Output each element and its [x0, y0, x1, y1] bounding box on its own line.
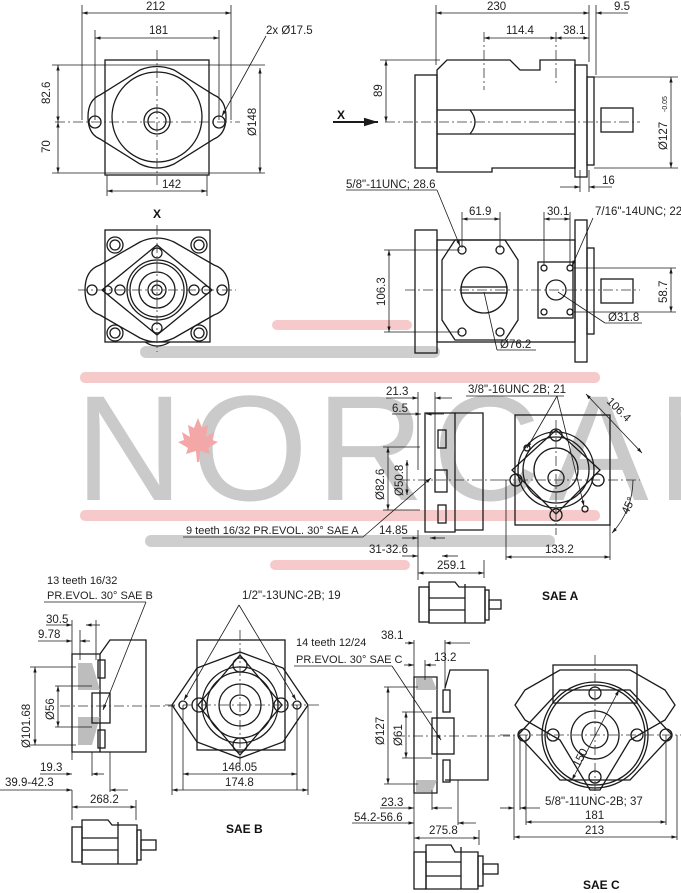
dim-outlet-dia: Ø31.8: [608, 312, 639, 324]
dim-outlet-bolt-spacing: 30.1: [547, 206, 569, 218]
sae-a-length: 259.1: [437, 560, 466, 572]
sae-c-length: 275.8: [429, 825, 458, 837]
dim-bottom-height: 70: [41, 140, 53, 153]
watermark: NORCAN: [75, 320, 681, 570]
sae-c-thread: 5/8"-11UNC-2B; 37: [545, 796, 643, 808]
sae-b-length: 268.2: [90, 794, 119, 806]
sae-b-inner-width: 146.05: [222, 762, 257, 774]
top-view: 5/8"-11UNC; 28.6 61.9 30.1 7/16"-14UNC; …: [346, 179, 681, 363]
sae-c-dim-2: 13.2: [434, 652, 456, 664]
sae-a-spline: 9 teeth 16/32 PR.EVOL. 30° SAE A: [186, 525, 359, 537]
sae-b-thread: 1/2"-13UNC-2B; 19: [242, 590, 341, 602]
sae-c-title: SAE C: [583, 878, 620, 892]
sae-a-dim-1: 21.3: [386, 386, 408, 398]
side-view: X 230 9.5 114.4 38.1 89 Ø127 -0.05 16: [333, 1, 678, 192]
sae-a-dim-3: 14.85: [379, 525, 408, 537]
dim-port-offset: 38.1: [563, 25, 585, 37]
dim-port-spacing: 114.4: [506, 25, 535, 37]
sae-c-inner-width: 181: [585, 810, 604, 822]
sae-b-dim-3: 19.3: [40, 762, 62, 774]
sae-a-bore: Ø50.8: [394, 465, 406, 496]
sae-a-title: SAE A: [542, 589, 579, 603]
sae-b-pilot: Ø101.68: [21, 704, 33, 748]
dim-mount-holes: 2x Ø17.5: [266, 25, 313, 37]
sae-b-bore: Ø56: [45, 698, 57, 720]
sae-a-pilot: Ø82.6: [375, 469, 387, 500]
sae-c-dim-4: 54.2-56.6: [354, 812, 403, 824]
sae-b-section: 13 teeth 16/32 PR.EVOL. 30° SAE B 30.5 9…: [0, 575, 341, 865]
dim-inlet-bolt-spacing: 61.9: [469, 206, 491, 218]
front-view: 212 181 2x Ø17.5 82.6 70 Ø148 142: [41, 1, 313, 196]
dim-inlet-thread: 5/8"-11UNC; 28.6: [346, 179, 436, 191]
sae-b-dim-2: 9.78: [38, 629, 60, 641]
dim-inlet-dia: Ø76.2: [500, 339, 531, 351]
sae-a-width: 133.2: [545, 544, 574, 556]
dim-overall-length: 230: [487, 1, 506, 13]
view-x: X: [78, 207, 236, 352]
sae-a-dim-2: 6.5: [392, 403, 408, 415]
sae-b-outer-width: 174.8: [225, 777, 254, 789]
dim-base-width: 142: [162, 179, 181, 191]
dim-flange-offset: 9.5: [614, 1, 630, 13]
view-x-label: X: [153, 207, 161, 221]
maple-leaf-icon: [178, 418, 218, 462]
sae-a-dim-4: 31-32.6: [369, 544, 408, 556]
sae-c-spline-line2: PR.EVOL. 30° SAE C: [296, 654, 403, 666]
dim-flange-thickness: 16: [602, 175, 615, 187]
dim-outlet-thread: 7/16"-14UNC; 22: [595, 206, 681, 218]
dim-inlet-height: 106.3: [376, 277, 388, 306]
sae-c-section: 14 teeth 12/24 PR.EVOL. 30° SAE C 38.1 1…: [294, 630, 681, 892]
dim-center-height: 89: [373, 84, 385, 97]
sae-a-thumbnail: [418, 581, 502, 624]
sae-a-thread: 3/8"-16UNC 2B; 21: [468, 384, 566, 396]
dim-pilot-dia: Ø127: [658, 122, 670, 150]
sae-c-thumbnail: [413, 844, 499, 890]
sae-b-dim-1: 30.5: [46, 614, 68, 626]
watermark-text: NORCAN: [75, 364, 681, 532]
sae-b-title: SAE B: [226, 822, 263, 836]
view-arrow-label: X: [337, 108, 345, 122]
sae-c-dim-3: 23.3: [381, 797, 403, 809]
sae-a-section: 21.3 6.5 Ø82.6 Ø50.8 9 teeth 16/32 PR.EV…: [183, 384, 643, 624]
dim-top-height: 82.6: [41, 82, 53, 104]
sae-c-dim-1: 38.1: [381, 630, 403, 642]
sae-c-pilot: Ø127: [375, 717, 387, 745]
sae-c-outer-width: 213: [585, 825, 604, 837]
dim-pilot-tolerance: -0.05: [662, 96, 669, 112]
sae-b-spline-line1: 13 teeth 16/32: [47, 575, 117, 587]
dim-body-dia: Ø148: [247, 108, 259, 136]
sae-b-dim-4: 39.9-42.3: [5, 777, 54, 789]
dim-overall-width: 212: [146, 1, 165, 13]
sae-b-thumbnail: [71, 819, 157, 865]
sae-c-spline-line1: 14 teeth 12/24: [296, 637, 366, 649]
sae-c-bore: Ø61: [393, 724, 405, 746]
dim-bolt-spacing: 181: [149, 25, 168, 37]
dim-outlet-height: 58.7: [658, 281, 670, 303]
sae-b-spline-line2: PR.EVOL. 30° SAE B: [47, 590, 153, 602]
